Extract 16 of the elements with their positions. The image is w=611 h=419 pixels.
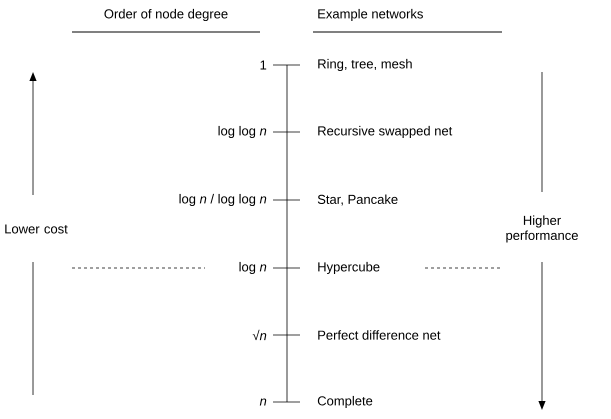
axis-label: Lower cost [5,224,68,234]
degree-label: 1 [260,60,266,70]
column-heading: Order of node degree [104,8,228,22]
degree-label: √n [252,330,266,340]
degree-label: log log n [218,126,266,138]
degree-label: log n / log log n [180,194,266,206]
degree-label: n [260,398,266,406]
network-label: Hypercube [318,262,380,274]
network-label: Recursive swapped net [318,126,452,138]
degree-label: log n [240,262,266,274]
network-label: Star, Pancake [318,194,398,206]
network-label: Perfect difference net [318,330,440,340]
axis-label: Higher performance [506,215,578,243]
network-label: Ring, tree, mesh [318,58,412,72]
network-label: Complete [318,396,372,408]
column-heading: Example networks [318,8,423,22]
